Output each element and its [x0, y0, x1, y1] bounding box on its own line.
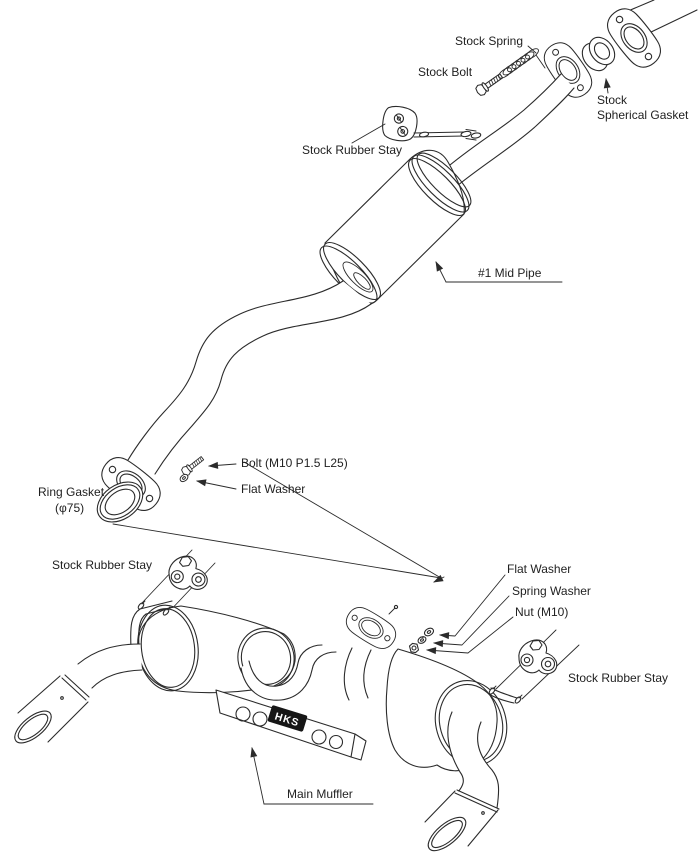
spherical-gasket-arrow	[603, 78, 611, 94]
label-nut-spec: Nut (M10)	[515, 605, 568, 619]
right-hanger-rod	[488, 685, 523, 704]
label-main-muffler: Main Muffler	[287, 787, 353, 801]
flange-mating-lines	[112, 461, 445, 583]
stock-rubber-stay-right-drawing	[518, 639, 558, 675]
main-muffler-inlet-flange	[340, 601, 402, 655]
main-muffler-left-body	[137, 604, 296, 694]
label-flat-washer-lower: Flat Washer	[507, 562, 571, 576]
mid-pipe-s-pipe	[127, 280, 372, 475]
label-stock-rubber-stay-right: Stock Rubber Stay	[568, 671, 668, 685]
main-muffler-arrow	[250, 747, 265, 805]
hks-logo: HKS	[267, 705, 308, 732]
flat-washer-lower-arrow	[439, 574, 506, 640]
bolt-arrow	[208, 461, 237, 469]
hks-plate: HKS	[215, 689, 367, 761]
stock-spherical-gasket-drawing	[581, 36, 616, 72]
main-muffler-right-body	[385, 648, 508, 772]
label-spring-washer: Spring Washer	[512, 584, 591, 598]
mid-pipe-assembly	[94, 0, 698, 583]
label-stock-spherical-gasket-1: Stock	[597, 93, 628, 107]
stock-spring-drawing	[498, 48, 546, 79]
y-pipe-right-branch	[343, 647, 372, 701]
stock-rubber-stay-top-drawing	[351, 105, 482, 144]
mid-pipe-rear-pipe	[443, 73, 575, 187]
flat-washer-upper-arrow	[196, 479, 237, 490]
label-flat-washer-upper: Flat Washer	[241, 482, 305, 496]
spring-washer-arrow	[433, 595, 510, 648]
label-mid-pipe: #1 Mid Pipe	[478, 266, 542, 280]
bolt-axis-line	[535, 54, 546, 69]
stock-rubber-stay-left-drawing	[167, 554, 209, 592]
y-pipe-left-branch	[240, 644, 337, 701]
hanger-rod-top	[413, 128, 482, 141]
stay-leader-line	[351, 123, 386, 144]
ring-gasket-drawing	[96, 481, 144, 523]
labels: Stock Spring Stock Bolt Stock Spherical …	[38, 34, 689, 805]
label-stock-spherical-gasket-2: Spherical Gasket	[597, 108, 689, 122]
label-stock-rubber-stay-top: Stock Rubber Stay	[302, 143, 402, 157]
nut-arrow	[426, 616, 514, 655]
label-ring-gasket-1: Ring Gasket	[38, 485, 105, 499]
left-hanger-rod	[130, 600, 174, 649]
mid-pipe-arrow	[435, 261, 447, 283]
stock-bolt-drawing	[473, 70, 506, 98]
label-stock-spring: Stock Spring	[455, 34, 523, 48]
left-exhaust-tip	[13, 643, 143, 744]
label-ring-gasket-2: (φ75)	[55, 501, 84, 515]
stock-spring-leader	[527, 45, 537, 54]
label-bolt-spec: Bolt (M10 P1.5 L25)	[241, 456, 348, 470]
label-stock-bolt: Stock Bolt	[418, 65, 473, 79]
right-exhaust-tip	[420, 711, 500, 852]
bolt-drawing	[179, 453, 206, 478]
main-muffler-assembly: HKS	[13, 549, 580, 852]
label-stock-rubber-stay-left: Stock Rubber Stay	[52, 558, 152, 572]
washer-nut-stack	[408, 626, 436, 654]
